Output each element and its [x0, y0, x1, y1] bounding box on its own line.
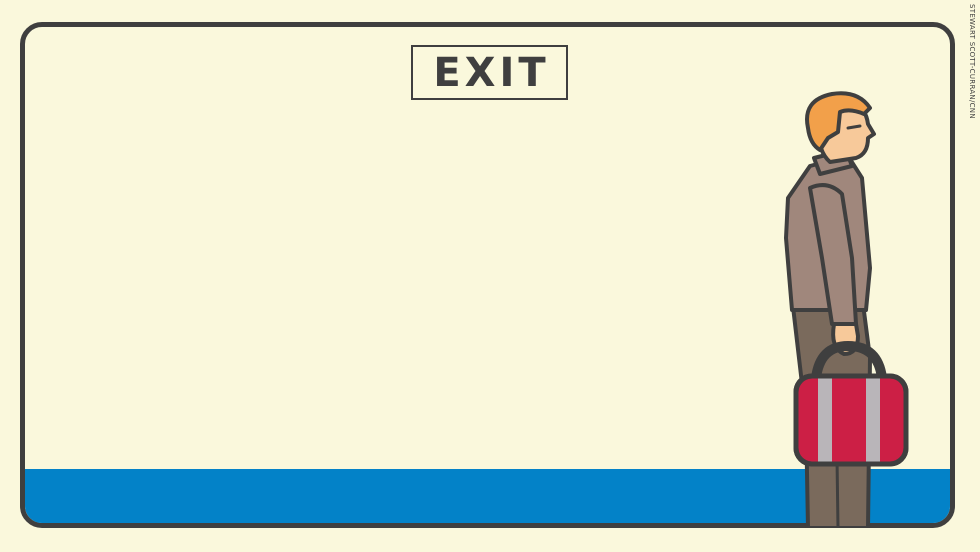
- traveler-figure: [784, 91, 909, 528]
- photo-credit: STEWART SCOTT-CURRAN/CNN: [968, 4, 976, 119]
- suitcase-handle: [811, 340, 887, 383]
- suitcase-icon: [793, 373, 909, 467]
- hair: [805, 91, 872, 152]
- blue-floor: [25, 469, 950, 523]
- exit-sign-text: EXIT: [433, 49, 550, 96]
- exit-sign-icon: EXIT: [411, 45, 568, 100]
